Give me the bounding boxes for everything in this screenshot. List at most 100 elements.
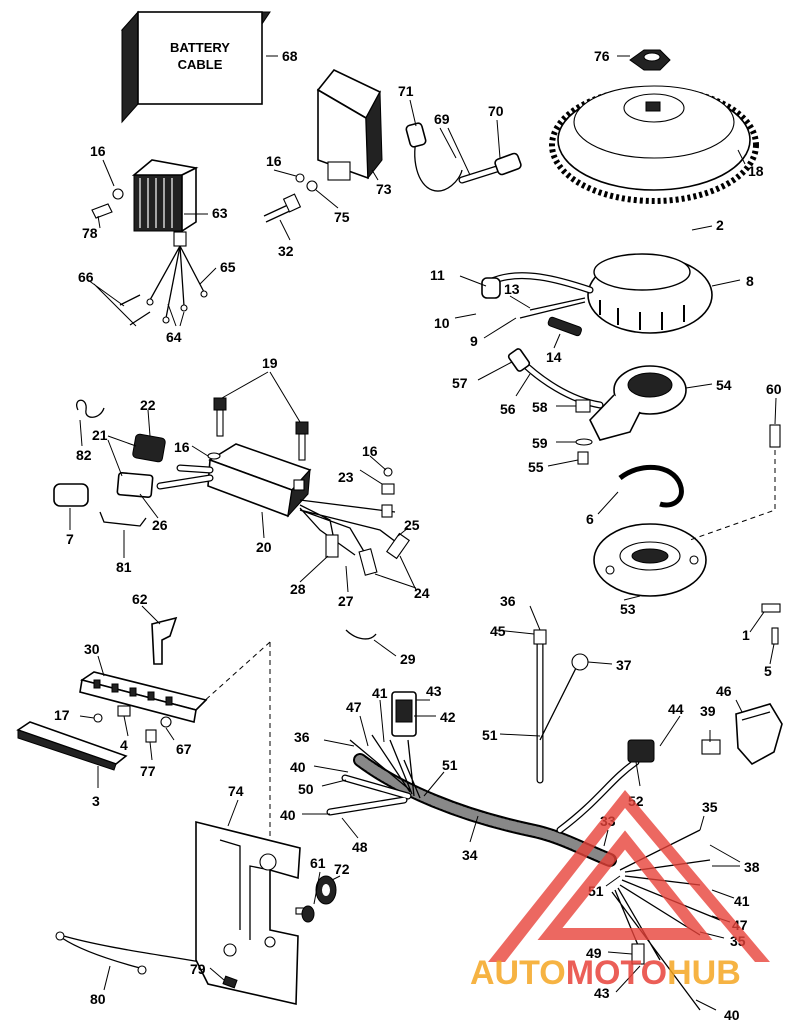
- callout-8: 8: [746, 273, 754, 289]
- watermark-text-auto: AUTO: [470, 954, 566, 992]
- callout-42: 42: [440, 709, 456, 725]
- callout-24: 24: [414, 585, 430, 601]
- switch-box-part: [316, 69, 383, 181]
- callout-22: 22: [140, 397, 156, 413]
- callout-35-upper: 35: [702, 799, 718, 815]
- callout-40-lower: 40: [724, 1007, 740, 1023]
- callout-28: 28: [290, 581, 306, 597]
- callout-62: 62: [132, 591, 148, 607]
- callout-56: 56: [500, 401, 516, 417]
- callout-3: 3: [92, 793, 100, 809]
- callout-29: 29: [400, 651, 416, 667]
- watermark-text-hub: HUB: [667, 954, 741, 992]
- callout-23: 23: [338, 469, 354, 485]
- callout-82: 82: [76, 447, 92, 463]
- rectifier-part: [119, 159, 208, 326]
- callout-16-clamp: 16: [362, 443, 378, 459]
- callout-50: 50: [298, 781, 314, 797]
- callout-73: 73: [376, 181, 392, 197]
- callout-13: 13: [504, 281, 520, 297]
- callout-41-lower: 41: [734, 893, 750, 909]
- callout-78: 78: [82, 225, 98, 241]
- callout-37: 37: [616, 657, 632, 673]
- callout-17: 17: [54, 707, 70, 723]
- callout-7: 7: [66, 531, 74, 547]
- leader-lines: [69, 55, 777, 1011]
- armature-plate-part: [593, 523, 707, 597]
- connector-parts-left: [53, 399, 166, 527]
- callout-66: 66: [78, 269, 94, 285]
- clamp-part-23: [381, 467, 395, 495]
- screw-parts-top-left: [91, 173, 318, 223]
- bracket-plate-part: [195, 820, 305, 1005]
- stator-part: [481, 253, 713, 334]
- strip-part-3: [16, 721, 128, 771]
- callout-80: 80: [90, 991, 106, 1007]
- callout-11: 11: [430, 267, 445, 283]
- callout-75: 75: [334, 209, 350, 225]
- callout-61: 61: [310, 855, 326, 871]
- callout-72: 72: [334, 861, 350, 877]
- callout-68: 68: [282, 48, 298, 64]
- callout-2: 2: [716, 217, 724, 233]
- callout-46: 46: [716, 683, 732, 699]
- callout-77: 77: [140, 763, 156, 779]
- cover-part-46: [701, 703, 783, 766]
- clip-part-29: [345, 629, 377, 640]
- callout-71: 71: [398, 83, 414, 99]
- callout-63: 63: [212, 205, 228, 221]
- callout-74: 74: [228, 783, 244, 799]
- callout-48: 48: [352, 839, 368, 855]
- callout-40-middle: 40: [280, 807, 296, 823]
- callout-20: 20: [256, 539, 272, 555]
- callout-30: 30: [84, 641, 100, 657]
- watermark-text-moto: MOTO: [566, 954, 667, 992]
- dashed-leader-60: [689, 450, 776, 541]
- callout-49: 49: [586, 945, 602, 961]
- callout-39: 39: [700, 703, 716, 719]
- callout-32: 32: [278, 243, 294, 259]
- bracket-part-62: [151, 616, 178, 665]
- callout-70: 70: [488, 103, 504, 119]
- callout-19: 19: [262, 355, 278, 371]
- screw-part-79: [222, 975, 238, 989]
- callout-38: 38: [744, 859, 760, 875]
- watermark-text: AUTOMOTOHUB: [470, 954, 741, 992]
- callout-58: 58: [532, 399, 548, 415]
- callout-25: 25: [404, 517, 420, 533]
- callout-5: 5: [764, 663, 772, 679]
- callout-67: 67: [176, 741, 192, 757]
- callout-79: 79: [190, 961, 206, 977]
- callout-26: 26: [152, 517, 168, 533]
- screw-parts-19: [207, 397, 309, 461]
- watermark-triangle-icon: [488, 790, 770, 962]
- callout-69: 69: [434, 111, 450, 127]
- retaining-ring-part: [618, 464, 684, 508]
- callout-18: 18: [748, 163, 764, 179]
- callout-36-lower: 36: [294, 729, 310, 745]
- callout-60: 60: [766, 381, 782, 397]
- callout-51-upper: 51: [482, 727, 498, 743]
- callout-44: 44: [668, 701, 684, 717]
- callout-16-switchbox: 16: [266, 153, 282, 169]
- ground-wire-part-80: [55, 931, 147, 975]
- callout-65: 65: [220, 259, 236, 275]
- flywheel-part: [549, 49, 759, 204]
- callout-27: 27: [338, 593, 354, 609]
- callout-4: 4: [120, 737, 128, 753]
- callout-40-upper: 40: [290, 759, 306, 775]
- callout-54: 54: [716, 377, 732, 393]
- callout-57: 57: [452, 375, 468, 391]
- watermark-logo: [488, 790, 770, 962]
- callout-47-upper: 47: [346, 699, 362, 715]
- callout-36-upper: 36: [500, 593, 516, 609]
- callout-76: 76: [594, 48, 610, 64]
- spacer-part-14: [547, 316, 582, 337]
- callout-55: 55: [528, 459, 544, 475]
- callout-43-lower: 43: [594, 985, 610, 1001]
- callout-9: 9: [470, 333, 478, 349]
- battery-label-line1: BATTERY: [170, 40, 230, 55]
- battery-cable-box: BATTERY CABLE: [120, 10, 271, 124]
- callout-43-upper: 43: [426, 683, 442, 699]
